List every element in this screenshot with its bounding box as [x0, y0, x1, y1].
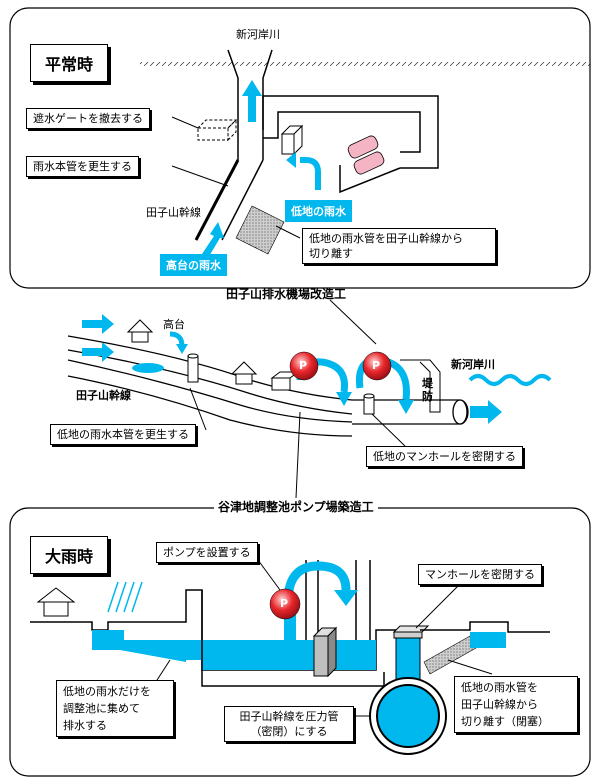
highland-label-middle: 高台 [163, 318, 185, 331]
top-river-label: 新河岸川 [236, 28, 280, 41]
bottom-pump-arrow [283, 561, 351, 603]
top-panel-frame [9, 7, 591, 289]
separated-pipe-block [235, 205, 285, 255]
reservoir-walls [201, 590, 385, 687]
bottom-manhole-callout: マンホールを密閉する [418, 564, 542, 585]
middle-pump-house [270, 371, 300, 391]
rain-lines [107, 581, 143, 613]
middle-inflow-arrows [82, 314, 114, 362]
middle-heading-leaders [295, 299, 377, 499]
top-separate-line-1: 低地の雨水管を田子山幹線から [309, 232, 463, 245]
house-bottom [36, 587, 76, 617]
removed-gate [196, 118, 238, 142]
pressure-callout: 田子山幹線を圧力管 （密閉）にする [224, 706, 354, 742]
middle-river-label: 新河岸川 [451, 358, 495, 371]
separated-pipe-bottom [423, 635, 477, 675]
river-waves [468, 374, 552, 386]
levee [400, 359, 441, 413]
middle-heading: 田子山排水機場改造工 [226, 287, 347, 301]
middle-ground-lines [67, 335, 353, 437]
highland-rain-label: 高台の雨水 [160, 254, 227, 276]
bottom-pump-symbol: P [280, 597, 289, 610]
bottom-separate-line-3: 切り離す（閉塞） [461, 715, 549, 728]
pump-riser-pipe [284, 612, 296, 642]
pump-units [347, 135, 385, 175]
pump-2-symbol: P [372, 359, 381, 372]
right-pipe-water [470, 632, 506, 648]
river-outlet [227, 49, 273, 160]
pump-1 [289, 351, 319, 381]
ground-hatch [140, 62, 590, 66]
middle-outflow-arrow [470, 400, 502, 424]
middle-callout-leaders [189, 387, 406, 447]
lowland-flow-arrow [300, 157, 321, 190]
middle-manhole-callout: 低地のマンホールを密閉する [366, 446, 523, 467]
reservoir-water [202, 640, 376, 670]
top-trunk-label: 田子山幹線 [146, 206, 201, 219]
right-ground [420, 621, 550, 633]
middle-manhole-left [187, 353, 199, 383]
bottom-pump [269, 588, 301, 620]
bottom-pump-arrowhead [334, 590, 358, 606]
flow-arrow-up [242, 80, 262, 122]
collect-line-1: 低地の雨水だけを [63, 685, 151, 698]
pump-1-symbol: P [299, 359, 308, 372]
top-separate-callout: 低地の雨水管を田子山幹線から 切り離す [302, 228, 496, 264]
pump-outlet-pipe [339, 165, 401, 194]
top-separate-line-2: 切り離す [309, 247, 353, 260]
bottom-panel-title: 大雨時 [30, 536, 109, 574]
pressure-line-2: （密閉）にする [250, 725, 328, 738]
pump-house-outline [262, 95, 439, 169]
puddle [132, 363, 164, 373]
middle-manhole-center [363, 393, 375, 415]
pressure-pipe-inner [376, 684, 440, 748]
trunk-line-b [221, 159, 264, 241]
middle-trunk-label: 田子山幹線 [76, 389, 131, 402]
bottom-heading: 谷津地調整池ポンプ場築造工 [214, 500, 378, 514]
gate-block [312, 626, 338, 678]
bottom-separate-callout: 低地の雨水管を 田子山幹線から 切り離す（閉塞） [454, 676, 578, 733]
gate-callout: 遮水ゲートを撤去する [26, 108, 150, 129]
lowland-arrowhead [286, 152, 296, 168]
bottom-separate-line-2: 田子山幹線から [461, 698, 538, 711]
lowland-rain-label: 低地の雨水 [285, 200, 352, 222]
main-pipe-callout: 雨水本管を更生する [26, 156, 139, 177]
bottom-separate-line-1: 低地の雨水管を [461, 681, 538, 694]
highland-flow-arrow [202, 222, 224, 258]
middle-trunk-end [452, 399, 468, 425]
small-gate-box [280, 124, 304, 156]
pump-2 [362, 351, 392, 381]
highland-arrowhead-middle [176, 344, 188, 354]
pressure-line-1: 田子山幹線を圧力管 [239, 710, 339, 723]
levee-label: 堤防 [422, 377, 433, 403]
trunk-line-a [194, 159, 240, 241]
houses-middle [126, 319, 258, 385]
collect-line-3: 排水する [63, 719, 107, 732]
inflow-pipe-water [92, 630, 202, 662]
top-panel-title: 平常時 [30, 44, 109, 82]
middle-main-pipe-callout: 低地の雨水本管を更生する [50, 424, 196, 445]
collect-line-2: 調整池に集めて [63, 702, 140, 715]
tank-walls [305, 560, 371, 640]
pump-callout: ポンプを設置する [156, 542, 258, 563]
top-callout-leaders [171, 116, 301, 239]
collect-callout: 低地の雨水だけを 調整池に集めて 排水する [56, 680, 174, 737]
pump-arrowhead-1 [336, 392, 352, 406]
pump-arrowhead-2 [398, 400, 414, 414]
